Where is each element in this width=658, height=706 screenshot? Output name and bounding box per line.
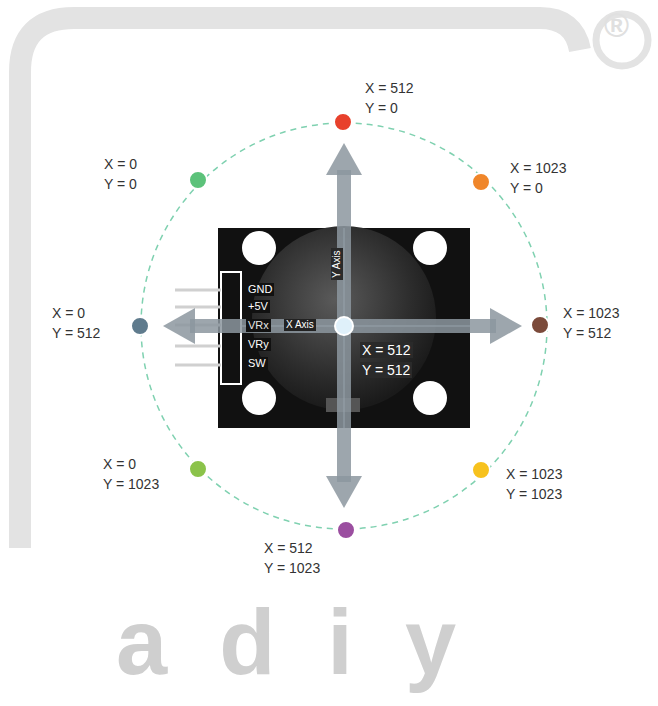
center-value: X = 512 [360,342,413,358]
axis-name: Y Axis [331,248,343,280]
mount-hole [413,231,447,265]
mount-hole [242,381,276,415]
pin-name: GND [246,283,274,296]
position-value: X = 512 [264,540,313,556]
position-value: X = 0 [104,156,137,172]
pin-name: VRy [246,338,271,351]
registered-mark: ® [604,6,629,45]
pin-name: SW [246,357,268,370]
position-value: Y = 512 [563,325,611,341]
mount-hole [413,381,447,415]
position-value: Y = 0 [365,100,398,116]
pin-name: +5V [246,300,270,313]
position-value: X = 1023 [506,466,562,482]
watermark: adiy [116,590,508,696]
position-value: Y = 1023 [506,486,562,502]
mount-hole [242,231,276,265]
position-value: X = 512 [365,80,414,96]
position-value: X = 1023 [563,305,619,321]
position-value: X = 1023 [510,160,566,176]
position-value: X = 0 [52,305,85,321]
position-value: Y = 0 [510,180,543,196]
pin-name: VRx [246,319,271,332]
position-value: X = 0 [103,456,136,472]
position-value: Y = 1023 [264,560,320,576]
position-value: Y = 512 [52,325,100,341]
range-circle [141,123,547,529]
position-value: Y = 0 [104,176,137,192]
frame [20,18,580,548]
position-value: Y = 1023 [103,476,159,492]
center-value: Y = 512 [360,362,412,378]
axis-name: X Axis [284,319,316,331]
direction-arrows [163,143,522,508]
position-dots [131,113,549,539]
